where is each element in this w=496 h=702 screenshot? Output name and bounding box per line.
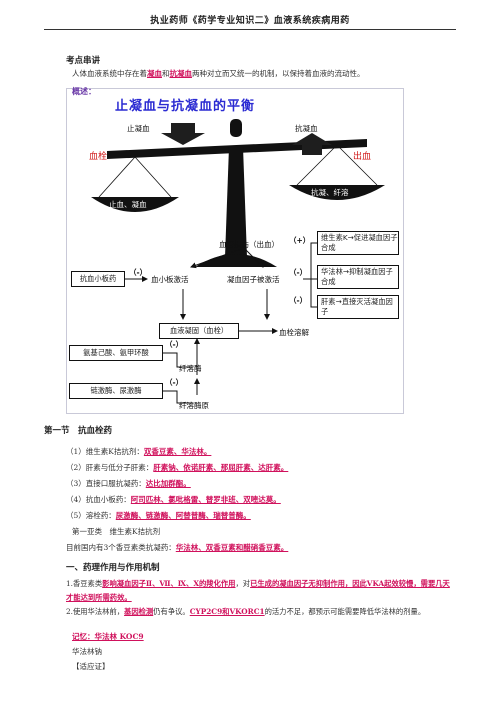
class1-title: 第一亚类 维生素K拮抗剂 [72, 527, 161, 536]
scale-left-top-label: 止凝血 [127, 124, 150, 133]
left-pan-label: 止血、凝血 [109, 200, 147, 209]
drug-class-2: （2）肝素与低分子肝素：肝素钠、依诺肝素、那屈肝素、达肝素。 [66, 463, 289, 472]
plus-sign: （+） [289, 236, 311, 245]
vessel-injury-node: 血管损伤（出血） [219, 240, 279, 249]
domestic-drugs-line: 目前国内有3个香豆素类抗凝药：华法林、双香豆素和醋硝香豆素。 [66, 543, 289, 552]
warfarin-box: 华法林→抑制凝血因子合成 [317, 265, 399, 289]
coagulation-balance-figure: 止凝血与抗凝血的平衡 止凝血 抗凝血 血栓 出血 止血、凝血 抗凝、纤溶 血管损… [66, 88, 404, 414]
drug-class-4: （4）抗血小板药：阿司匹林、氯吡格雷、替罗非班、双嘧达莫。 [66, 495, 281, 504]
right-pan-label: 抗凝、纤溶 [311, 188, 349, 197]
down-arrow-icon [161, 123, 205, 145]
scale-right-top-label: 抗凝血 [295, 124, 318, 133]
indication-heading: 【适应证】 [72, 662, 110, 671]
drug-class-1: （1）维生素K拮抗剂：双香豆素、华法林。 [66, 447, 212, 456]
thrombus-label: 血栓 [89, 152, 108, 162]
intro-paragraph: 人体血液系统中存在着凝血和抗凝血两种对立而又统一的机制，以保持着血液的流动性。 [72, 69, 365, 78]
antiplatelet-box: 抗血小板药 [71, 271, 125, 287]
diagram-lines [91, 119, 385, 404]
page-header: 执业药师《药学专业知识二》血液系统疾病用药 [44, 13, 456, 30]
figure-title: 止凝血与抗凝血的平衡 [115, 99, 256, 114]
section-title: 第一节 抗血栓药 [44, 426, 113, 436]
heparin-box: 肝素→直接灭活凝血因子 [317, 295, 399, 319]
right-pan [289, 185, 385, 200]
drug-name: 华法林钠 [72, 647, 102, 656]
pharmacology-paragraph-2: 2.使用华法林前，基因检测仍有争议。CYP2C9和VKORC1的活力不足，都预示… [66, 607, 426, 616]
aminocaproic-box: 氨基己酸、氨甲环酸 [69, 345, 163, 361]
factor-activation-node: 凝血因子被激活 [227, 275, 280, 284]
overview-label: 概述： [72, 86, 96, 96]
minus-sign-2: （-） [289, 268, 308, 277]
thrombolysis-node: 血栓溶解 [279, 328, 309, 337]
drug-class-3: （3）直接口服抗凝药：达比加群酯。 [66, 479, 191, 488]
drug-class-5: （5）溶栓药：尿激酶、链激酶、阿替普酶、瑞替普酶。 [66, 511, 251, 520]
platelet-activation-node: 血小板激活 [151, 275, 189, 284]
vitamin-k-box: 维生素K→促进凝血因子合成 [317, 231, 399, 255]
clot-box: 血液凝固（血栓） [159, 323, 239, 339]
up-arrow-icon [292, 133, 332, 155]
streptokinase-box: 链激酶、尿激酶 [69, 383, 163, 399]
minus-sign-1: （-） [129, 268, 148, 277]
minus-sign-5: （-） [165, 378, 184, 387]
pharmacology-title: 一、药理作用与作用机制 [66, 563, 160, 573]
scale-top [230, 119, 242, 137]
minus-sign-4: （-） [165, 340, 184, 349]
plasminogen-node: 纤溶酶原 [179, 401, 209, 410]
review-label: 考点串讲 [66, 56, 101, 66]
minus-sign-3: （-） [289, 296, 308, 305]
scale-post [225, 147, 247, 257]
scale-base [195, 254, 277, 267]
bleeding-label: 出血 [353, 152, 372, 162]
left-pan [91, 197, 179, 212]
plasmin-node: 纤溶酶 [179, 364, 202, 373]
memory-tip: 记忆：华法林 KOC9 [72, 632, 144, 641]
pharmacology-paragraph-1: 1.香豆素类影响凝血因子Ⅱ、Ⅶ、Ⅸ、Ⅹ的羧化作用，对已生成的凝血因子无抑制作用，… [66, 579, 450, 602]
